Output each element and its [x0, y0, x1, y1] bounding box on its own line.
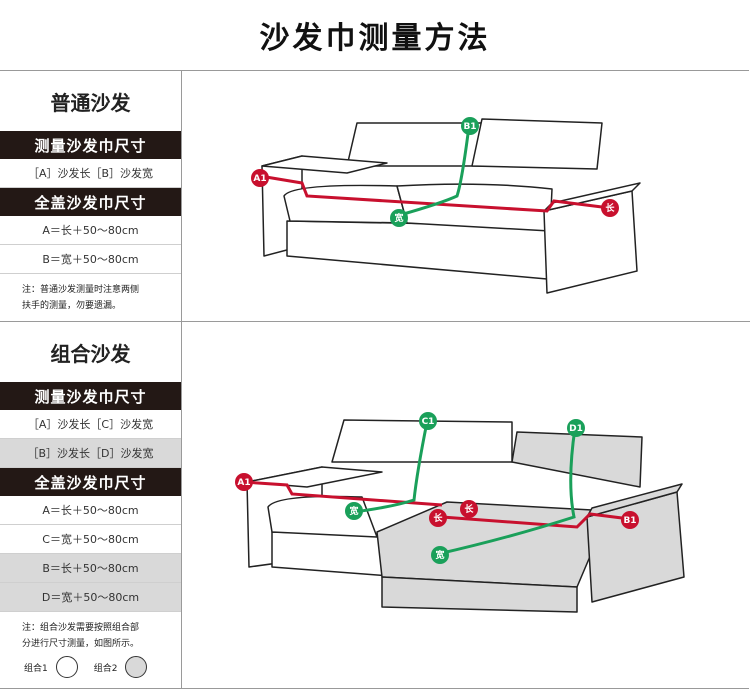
normal-sofa-heading: 普通沙发	[50, 90, 131, 115]
normal-note: 注：普通沙发测量时注意两侧 扶手的测量，勿要遗漏。	[0, 274, 181, 314]
combo-long1-marker	[460, 500, 478, 518]
normal-wide-marker	[390, 209, 408, 227]
combo-long2-label: 长	[433, 512, 443, 524]
combo-measure-row: ［A］沙发长［C］沙发宽	[0, 410, 181, 439]
combo-cover-bar: 全盖沙发巾尺寸	[0, 468, 181, 496]
combo-note: 注：组合沙发需要按照组合部 分进行尺寸测量，如图所示。	[0, 612, 181, 652]
normal-sofa-panel: 普通沙发 测量沙发巾尺寸 ［A］沙发长［B］沙发宽 全盖沙发巾尺寸 A＝长＋50…	[0, 71, 181, 314]
combo-long1-label: 长	[464, 503, 474, 515]
normal-base	[286, 220, 548, 280]
normal-b1-label: B1	[463, 122, 476, 132]
combo-cover-row-a: A＝长＋50～80cm	[0, 496, 181, 525]
combo-note-line: 分进行尺寸测量，如图所示。	[22, 639, 140, 649]
combo-cover-row-b: B＝长＋50～80cm	[0, 554, 181, 583]
combo-c1-marker	[419, 412, 437, 430]
combo-d1-marker	[567, 419, 585, 437]
combo-measure-row: ［B］沙发长［D］沙发宽	[0, 439, 181, 468]
combo-b-length-line	[441, 512, 631, 529]
normal-b1-marker	[461, 117, 479, 135]
combo2-label: 组合2	[93, 663, 118, 674]
combo-a1-label: A1	[237, 478, 250, 488]
combo-wide2-marker	[431, 546, 449, 564]
normal-long-label: 长	[605, 202, 615, 214]
normal-length-line	[259, 174, 611, 213]
normal-long-marker	[601, 199, 619, 217]
normal-cover-row-a: A＝长＋50～80cm	[0, 216, 181, 245]
combo-cover-row-c: C＝宽＋50～80cm	[0, 525, 181, 554]
combo-wide2-label: 宽	[434, 549, 444, 561]
combo-sofa-panel: 组合沙发 测量沙发巾尺寸 ［A］沙发长［C］沙发宽 ［B］沙发长［D］沙发宽 全…	[0, 322, 181, 678]
combo-c-width-line	[353, 421, 429, 514]
normal-cover-row-b: B＝宽＋50～80cm	[0, 245, 181, 274]
combo-note-line: 注：组合沙发需要按照组合部	[22, 623, 140, 633]
normal-measure-bar: 测量沙发巾尺寸	[0, 131, 181, 159]
normal-note-line: 注：普通沙发测量时注意两侧	[22, 285, 140, 295]
combo-d-width-line	[437, 427, 577, 556]
normal-a1-label: A1	[253, 174, 266, 184]
combo-d1-label: D1	[569, 424, 583, 434]
combo2-swatch	[125, 656, 148, 678]
combo-measure-bar: 测量沙发巾尺寸	[0, 382, 181, 410]
combo1-label: 组合1	[24, 663, 48, 674]
combo-b1-marker	[621, 511, 639, 529]
combo-wide1-marker	[345, 502, 363, 520]
combo-legend: 组合1 组合2	[0, 652, 181, 678]
combo-a1-marker	[235, 473, 253, 491]
combo-back-cushion-right	[511, 431, 643, 488]
combo-chaise	[376, 501, 595, 588]
page-title: 沙发巾测量方法	[259, 21, 491, 56]
combo-b1-label: B1	[623, 516, 636, 526]
normal-wide-label: 宽	[393, 212, 403, 224]
combo-long2-marker	[429, 509, 447, 527]
combo-wide1-label: 宽	[348, 505, 358, 517]
normal-measure-row: ［A］沙发长［B］沙发宽	[0, 159, 181, 188]
normal-cover-bar: 全盖沙发巾尺寸	[0, 188, 181, 216]
normal-back-cushion-right	[471, 118, 603, 170]
combo-sofa-heading: 组合沙发	[50, 341, 131, 366]
normal-note-line: 扶手的测量，勿要遗漏。	[22, 301, 122, 311]
combo-a-length-line	[243, 480, 443, 507]
combo1-swatch	[55, 656, 78, 678]
normal-seat-cushion-left	[283, 184, 408, 224]
normal-a1-marker	[251, 169, 269, 187]
column-divider	[181, 70, 182, 688]
combo-c1-label: C1	[422, 417, 435, 427]
normal-sofa-illustration: A1 B1 宽 长	[251, 117, 641, 294]
section-divider	[0, 321, 750, 322]
combo-cover-row-d: D＝宽＋50～80cm	[0, 583, 181, 612]
combo-sofa-illustration: A1 C1 D1 B1 宽 宽 长 长	[235, 412, 685, 613]
normal-width-line	[399, 125, 471, 217]
